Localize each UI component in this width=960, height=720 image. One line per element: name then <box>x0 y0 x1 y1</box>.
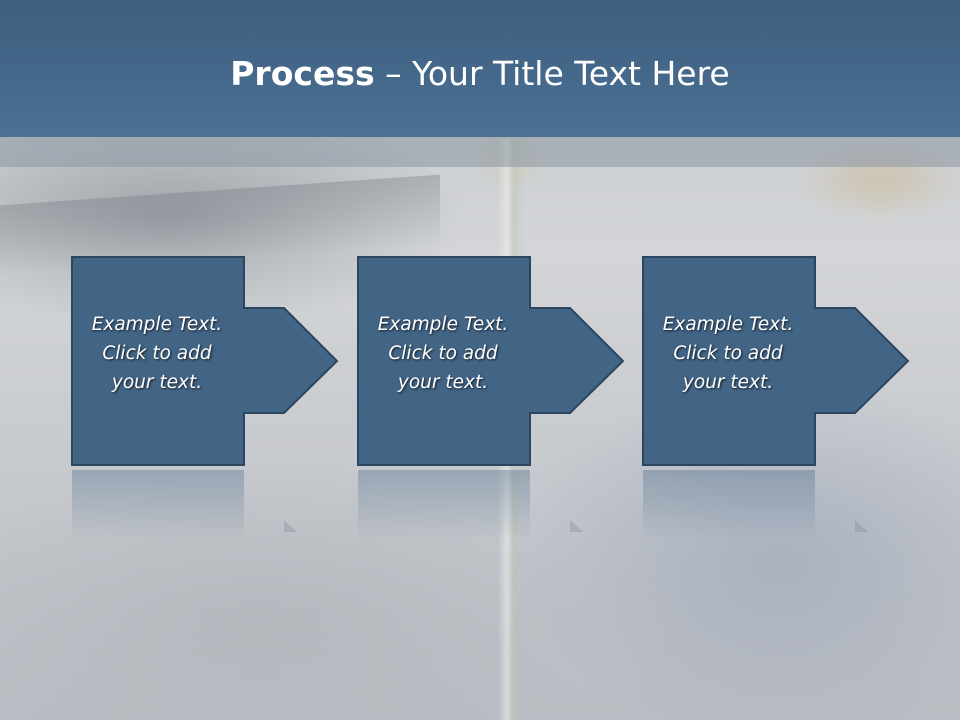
step-3-line-1: Example Text. <box>662 314 794 335</box>
step-1-line-1: Example Text. <box>91 314 223 335</box>
step-2-text[interactable]: Example Text. Click to add your text. <box>357 310 529 397</box>
slide-title-rest: – Your Title Text Here <box>374 54 730 93</box>
step-1-reflection <box>72 470 297 540</box>
title-bar-strip <box>0 137 960 167</box>
step-2-line-1: Example Text. <box>377 314 509 335</box>
step-1-arrow-shape <box>71 256 339 466</box>
title-bar <box>0 0 960 137</box>
process-step-3[interactable]: Example Text. Click to add your text. <box>642 256 912 468</box>
step-3-reflection <box>643 470 868 540</box>
step-1-line-2: Click to add <box>102 343 212 364</box>
step-1-text[interactable]: Example Text. Click to add your text. <box>71 310 243 397</box>
step-1-line-3: your text. <box>111 372 203 393</box>
process-step-2[interactable]: Example Text. Click to add your text. <box>357 256 627 468</box>
step-3-arrow-shape <box>642 256 910 466</box>
step-2-reflection <box>358 470 583 540</box>
slide-title[interactable]: Process – Your Title Text Here <box>0 52 960 96</box>
process-step-1[interactable]: Example Text. Click to add your text. <box>71 256 341 468</box>
step-3-line-2: Click to add <box>673 343 783 364</box>
step-2-line-2: Click to add <box>388 343 498 364</box>
slide-title-bold: Process <box>230 54 375 93</box>
step-2-line-3: your text. <box>397 372 489 393</box>
step-3-text[interactable]: Example Text. Click to add your text. <box>642 310 814 397</box>
step-2-arrow-shape <box>357 256 625 466</box>
step-3-line-3: your text. <box>682 372 774 393</box>
